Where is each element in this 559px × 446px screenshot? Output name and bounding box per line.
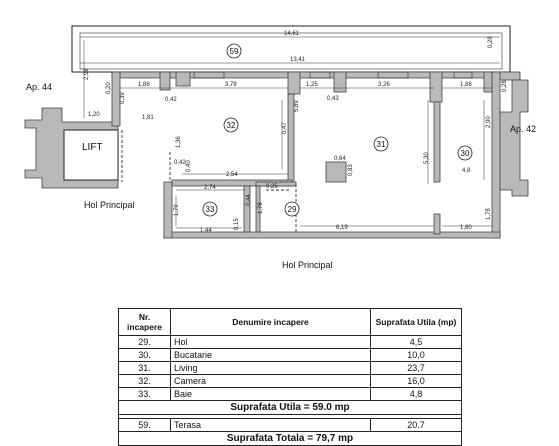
svg-text:33: 33 — [206, 205, 215, 214]
svg-text:1,25: 1,25 — [306, 82, 318, 88]
svg-text:5,89: 5,89 — [294, 100, 300, 112]
svg-text:31: 31 — [377, 140, 386, 149]
header-suprafata: Suprafata Utila (mp) — [370, 308, 462, 336]
room-number-32: 32 — [223, 117, 239, 133]
hol-principal-left-label: Hol Principal — [84, 200, 135, 210]
outer-wall-right — [491, 71, 501, 239]
svg-text:29: 29 — [288, 205, 297, 214]
pillar — [287, 71, 301, 95]
svg-text:1,20: 1,20 — [88, 112, 100, 118]
svg-text:13,41: 13,41 — [290, 57, 306, 63]
window — [377, 71, 409, 79]
suprafata-utila-row: Suprafata Utila = 59.0 mp — [118, 400, 462, 415]
wall-bath-hol — [243, 185, 251, 233]
lift-label: LIFT — [82, 142, 103, 153]
window — [193, 71, 225, 79]
svg-text:0,44: 0,44 — [246, 194, 252, 206]
table-row: 31. Living 23,7 — [118, 361, 462, 375]
pillar — [175, 71, 191, 87]
svg-text:30: 30 — [461, 149, 470, 158]
outer-wall-top — [111, 71, 521, 81]
svg-text:0,83: 0,83 — [348, 164, 354, 176]
svg-text:1,88: 1,88 — [138, 82, 150, 88]
svg-text:0,15: 0,15 — [234, 218, 240, 230]
svg-text:1,88: 1,88 — [460, 82, 472, 88]
pillar — [429, 71, 443, 103]
room-number-59: 59 — [226, 43, 242, 59]
room-number-31: 31 — [373, 136, 389, 152]
svg-text:0,39: 0,39 — [120, 92, 126, 104]
wall-living-kitchen — [433, 101, 441, 183]
lift-shaft — [63, 129, 119, 181]
svg-text:1,78: 1,78 — [486, 208, 492, 220]
window — [309, 71, 331, 79]
svg-text:2,98: 2,98 — [84, 68, 90, 80]
svg-text:0,28: 0,28 — [488, 36, 494, 48]
table-row-terasa: 59. Terasa 20.7 — [118, 418, 462, 432]
floor-plan: LIFT Hol Principal Hol Principal Ap. 44 … — [24, 25, 536, 270]
room-number-30: 30 — [457, 145, 473, 161]
table-row: 33. Baie 4,8 — [118, 387, 462, 401]
table-row: 32. Camera 16,0 — [118, 374, 462, 388]
pillar — [159, 71, 171, 91]
svg-text:1,81: 1,81 — [142, 115, 154, 121]
outer-wall-bottom-left — [163, 181, 173, 239]
outer-wall-left — [111, 71, 121, 127]
svg-text:3,78: 3,78 — [225, 82, 237, 88]
table-row: 29. Hol 4,5 — [118, 335, 462, 349]
wall-living-kitchen-low — [433, 213, 441, 235]
svg-text:2,74: 2,74 — [204, 185, 216, 191]
ap-42-label: Ap. 42 — [510, 124, 536, 134]
header-nr: Nr. incapere — [118, 308, 171, 336]
room-number-33: 33 — [202, 201, 218, 217]
pillar — [483, 71, 493, 93]
dimension-labels: 14,61 13,41 0,28 0,28 1,88 3,78 1,25 3,2… — [84, 31, 508, 234]
svg-text:59: 59 — [230, 47, 239, 56]
suprafata-totala-row: Suprafata Totala = 79,7 mp — [118, 431, 462, 446]
svg-text:0,28: 0,28 — [502, 80, 508, 92]
svg-text:0,43: 0,43 — [327, 96, 339, 102]
svg-text:1,44: 1,44 — [200, 228, 212, 234]
table-row: 30. Bucatarie 10,0 — [118, 348, 462, 362]
svg-text:4,8: 4,8 — [462, 168, 471, 174]
terrace-inner-outline — [79, 32, 503, 70]
svg-text:0,47: 0,47 — [282, 122, 288, 134]
ap-44-label: Ap. 44 — [26, 82, 52, 92]
hol-principal-bottom-label: Hol Principal — [282, 260, 333, 270]
header-denumire: Denumire incapere — [170, 308, 371, 336]
svg-text:32: 32 — [227, 121, 236, 130]
svg-text:0,40: 0,40 — [186, 160, 192, 172]
svg-text:5,30: 5,30 — [424, 152, 430, 164]
room-area-table: Nr. incapere Denumire incapere Suprafata… — [118, 308, 462, 446]
right-pillar-block — [499, 79, 529, 197]
svg-text:14,61: 14,61 — [284, 31, 300, 37]
outer-wall-bottom — [163, 231, 501, 239]
window — [453, 71, 473, 79]
svg-text:1,80: 1,80 — [460, 225, 472, 231]
table-header-row: Nr. incapere Denumire incapere Suprafata… — [118, 308, 462, 336]
pillar — [333, 71, 347, 93]
svg-text:1,79: 1,79 — [174, 204, 180, 216]
svg-text:0,42: 0,42 — [174, 160, 186, 166]
svg-text:2,90: 2,90 — [486, 116, 492, 128]
svg-text:0,42: 0,42 — [165, 97, 177, 103]
svg-text:0,64: 0,64 — [334, 156, 346, 162]
left-wall-block — [24, 107, 119, 189]
wall-stub — [255, 185, 261, 233]
svg-text:0,20: 0,20 — [106, 82, 112, 94]
svg-text:1,36: 1,36 — [176, 136, 182, 148]
svg-text:1,78: 1,78 — [258, 202, 264, 214]
svg-text:2,54: 2,54 — [226, 172, 238, 178]
svg-text:3,26: 3,26 — [378, 82, 390, 88]
svg-text:0,25: 0,25 — [266, 184, 278, 190]
column — [325, 161, 347, 183]
svg-text:6,19: 6,19 — [336, 225, 348, 231]
room-number-29: 29 — [284, 201, 300, 217]
